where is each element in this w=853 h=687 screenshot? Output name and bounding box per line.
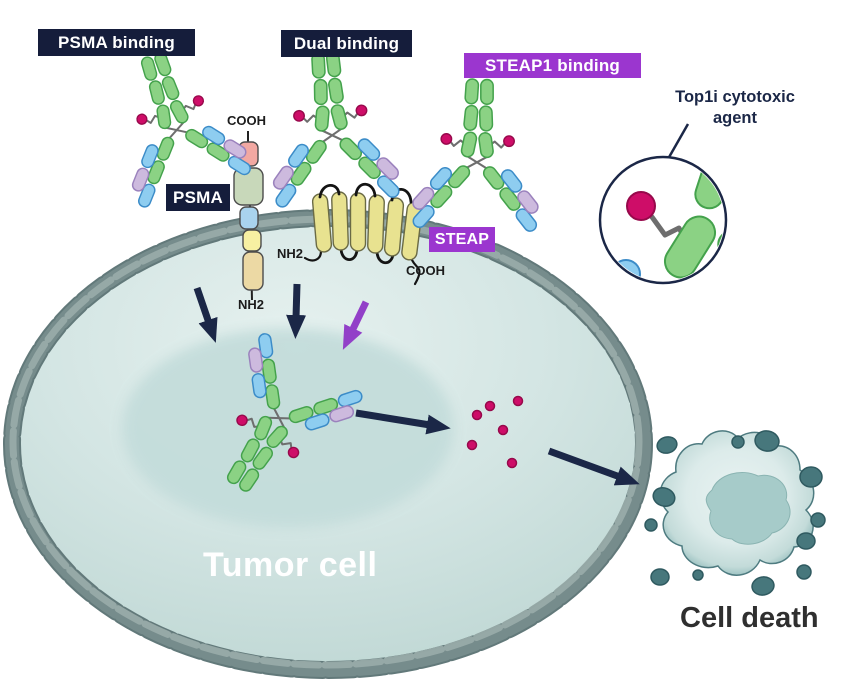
apoptotic-bodies bbox=[644, 430, 826, 596]
endosome bbox=[122, 328, 454, 528]
payload-dot bbox=[497, 424, 509, 436]
released-payload-dots bbox=[466, 395, 524, 469]
dual-binding-label: Dual binding bbox=[281, 30, 412, 57]
dying-cell-nucleus bbox=[705, 472, 791, 545]
cytotoxic-agent-inset bbox=[598, 123, 728, 285]
steap-cooh-label: COOH bbox=[406, 263, 445, 278]
psma-receptor bbox=[233, 131, 264, 301]
dying-cell bbox=[644, 430, 826, 596]
steap1-binding-label: STEAP1 binding bbox=[464, 53, 641, 78]
payload-dot bbox=[506, 457, 518, 469]
payload-dot bbox=[466, 439, 478, 451]
internalization-arrows bbox=[193, 283, 640, 486]
steap-receptor-label: STEAP bbox=[429, 227, 495, 252]
arrow-payload-release bbox=[355, 409, 451, 435]
antibody-steap1 bbox=[410, 77, 545, 234]
payload-dot bbox=[484, 400, 496, 412]
top1i-line1: Top1i cytotoxic bbox=[675, 88, 795, 106]
tumor-cell-label: Tumor cell bbox=[203, 546, 378, 584]
psma-nh2-label: NH2 bbox=[238, 297, 265, 312]
payload-molecule bbox=[626, 191, 656, 221]
top1i-line2: agent bbox=[712, 108, 757, 127]
psma-receptor-label: PSMA bbox=[166, 184, 230, 211]
linker-molecule bbox=[611, 259, 641, 281]
arrow-psma-internalization bbox=[193, 286, 218, 343]
payload-dot bbox=[471, 409, 483, 421]
arrow-steap1-internalization bbox=[342, 300, 370, 350]
steap-receptor bbox=[303, 182, 424, 286]
cell-death-label: Cell death bbox=[680, 602, 819, 634]
arrow-dual-internalization bbox=[286, 283, 307, 339]
top1i-agent-label: Top1i cytotoxic agent bbox=[653, 87, 817, 128]
arrow-to-cell-death bbox=[547, 447, 640, 486]
psma-binding-label: PSMA binding bbox=[38, 29, 195, 56]
psma-cooh-label: COOH bbox=[227, 113, 266, 128]
payload-dot bbox=[512, 395, 524, 407]
steap-nh2-label: NH2 bbox=[277, 246, 304, 261]
tumor-cell-body bbox=[3, 209, 653, 679]
